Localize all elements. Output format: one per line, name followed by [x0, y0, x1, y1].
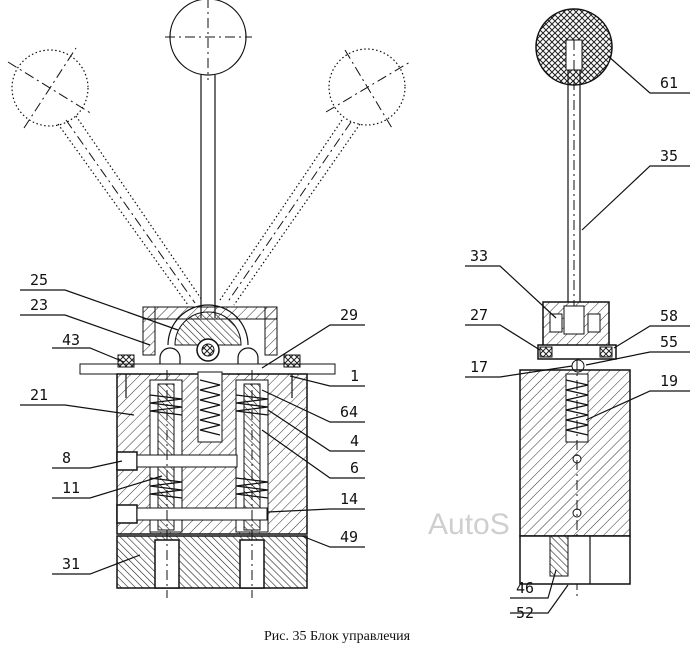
part-labels-right: 61 35 33 27 58 55 17 19 46 52 — [470, 74, 678, 622]
left-view: 25 23 29 43 1 21 64 4 8 6 11 14 31 49 — [7, 0, 411, 598]
label-33: 33 — [470, 247, 488, 265]
label-46: 46 — [516, 579, 534, 597]
label-27: 27 — [470, 306, 488, 324]
label-43: 43 — [62, 331, 80, 349]
valve-body — [116, 371, 308, 535]
label-14: 14 — [340, 490, 358, 508]
label-1: 1 — [350, 367, 359, 385]
label-58: 58 — [660, 307, 678, 325]
label-4: 4 — [350, 432, 359, 450]
figure-caption: Рис. 35 Блок управлечия — [264, 629, 411, 644]
label-31: 31 — [62, 555, 80, 573]
lever-center — [165, 0, 252, 318]
mounting-flange — [79, 354, 336, 398]
part-labels-left: 25 23 29 43 1 21 64 4 8 6 11 14 31 49 — [30, 271, 359, 573]
label-35: 35 — [660, 147, 678, 165]
lever-right-position — [219, 48, 411, 306]
label-25: 25 — [30, 271, 48, 289]
base-plate — [116, 370, 308, 598]
label-52: 52 — [516, 604, 534, 622]
label-49: 49 — [340, 528, 358, 546]
side-body — [519, 360, 631, 598]
label-17: 17 — [470, 358, 488, 376]
label-61: 61 — [660, 74, 678, 92]
right-view: 61 35 33 27 58 55 17 19 46 52 — [465, 8, 690, 622]
label-8: 8 — [62, 449, 71, 467]
leaders-right — [465, 55, 690, 614]
side-base — [519, 535, 631, 585]
label-21: 21 — [30, 386, 48, 404]
lever-housing — [142, 304, 278, 375]
lever-head — [537, 301, 617, 373]
label-55: 55 — [660, 333, 678, 351]
label-23: 23 — [30, 296, 48, 314]
lever-rod — [567, 40, 581, 310]
label-64: 64 — [340, 403, 358, 421]
label-6: 6 — [350, 459, 359, 477]
lever-left-position — [7, 47, 203, 306]
label-19: 19 — [660, 372, 678, 390]
watermark: AutoS — [428, 508, 510, 541]
label-11: 11 — [62, 479, 80, 497]
leaders-left — [20, 289, 365, 575]
label-29: 29 — [340, 306, 358, 324]
